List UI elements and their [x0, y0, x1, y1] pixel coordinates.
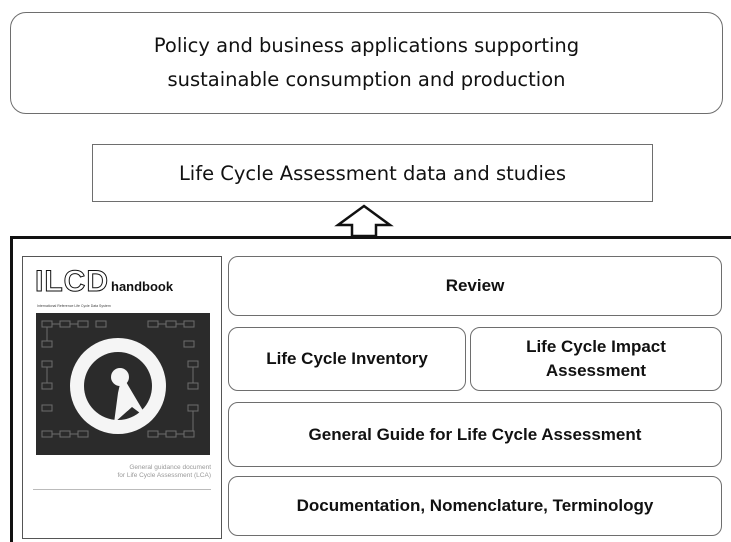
- handbook-caption: General guidance document for Life Cycle…: [117, 464, 211, 479]
- logo-handbook-text: handbook: [111, 279, 174, 294]
- handbook-subtitle: International Reference Life Cycle Data …: [37, 304, 111, 308]
- general-guide-box: General Guide for Life Cycle Assessment: [228, 402, 722, 467]
- life-cycle-impact-assessment-box: Life Cycle Impact Assessment: [470, 327, 722, 391]
- handbook-divider: [33, 489, 211, 490]
- lca-data-studies-box: Life Cycle Assessment data and studies: [92, 144, 653, 202]
- logo-ilcd-text: ILCD: [35, 265, 109, 299]
- life-cycle-inventory-box: Life Cycle Inventory: [228, 327, 466, 391]
- review-box: Review: [228, 256, 722, 316]
- cover-artwork-icon: [36, 313, 210, 455]
- up-arrow-icon: [334, 204, 394, 238]
- ilcd-framework-bracket: [10, 236, 731, 542]
- policy-applications-box: Policy and business applications support…: [10, 12, 723, 114]
- documentation-box: Documentation, Nomenclature, Terminology: [228, 476, 722, 536]
